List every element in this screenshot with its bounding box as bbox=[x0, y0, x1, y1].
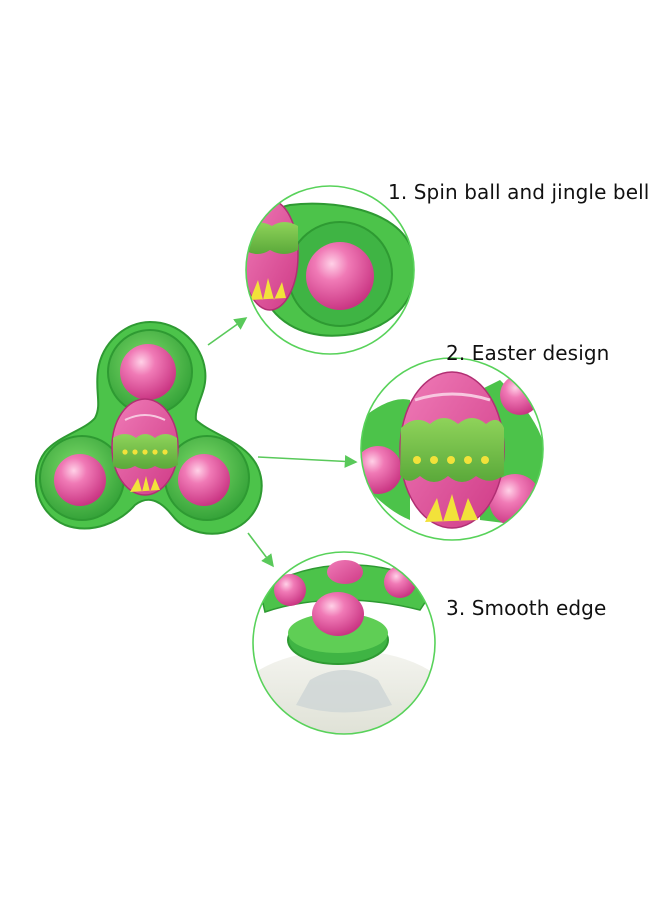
detail-spin-ball bbox=[245, 185, 415, 355]
caption-smooth-edge: 3. Smooth edge bbox=[446, 596, 607, 620]
detail-circle-1 bbox=[245, 185, 415, 355]
easter-egg-center bbox=[111, 398, 179, 496]
spinner-toy bbox=[35, 320, 263, 535]
spin-ball-top bbox=[120, 344, 176, 400]
arrow-icon bbox=[247, 532, 274, 568]
detail-smooth-edge bbox=[252, 551, 436, 735]
detail-circle-2 bbox=[360, 357, 544, 541]
arrow-icon bbox=[257, 455, 358, 468]
detail-circle-3 bbox=[252, 551, 436, 735]
arrow-icon bbox=[207, 317, 248, 346]
detail-easter-design bbox=[360, 357, 544, 541]
spin-ball-right bbox=[178, 454, 230, 506]
caption-easter-design: 2. Easter design bbox=[446, 341, 610, 365]
spin-ball-left bbox=[54, 454, 106, 506]
caption-spin-ball: 1. Spin ball and jingle bell bbox=[388, 180, 650, 204]
